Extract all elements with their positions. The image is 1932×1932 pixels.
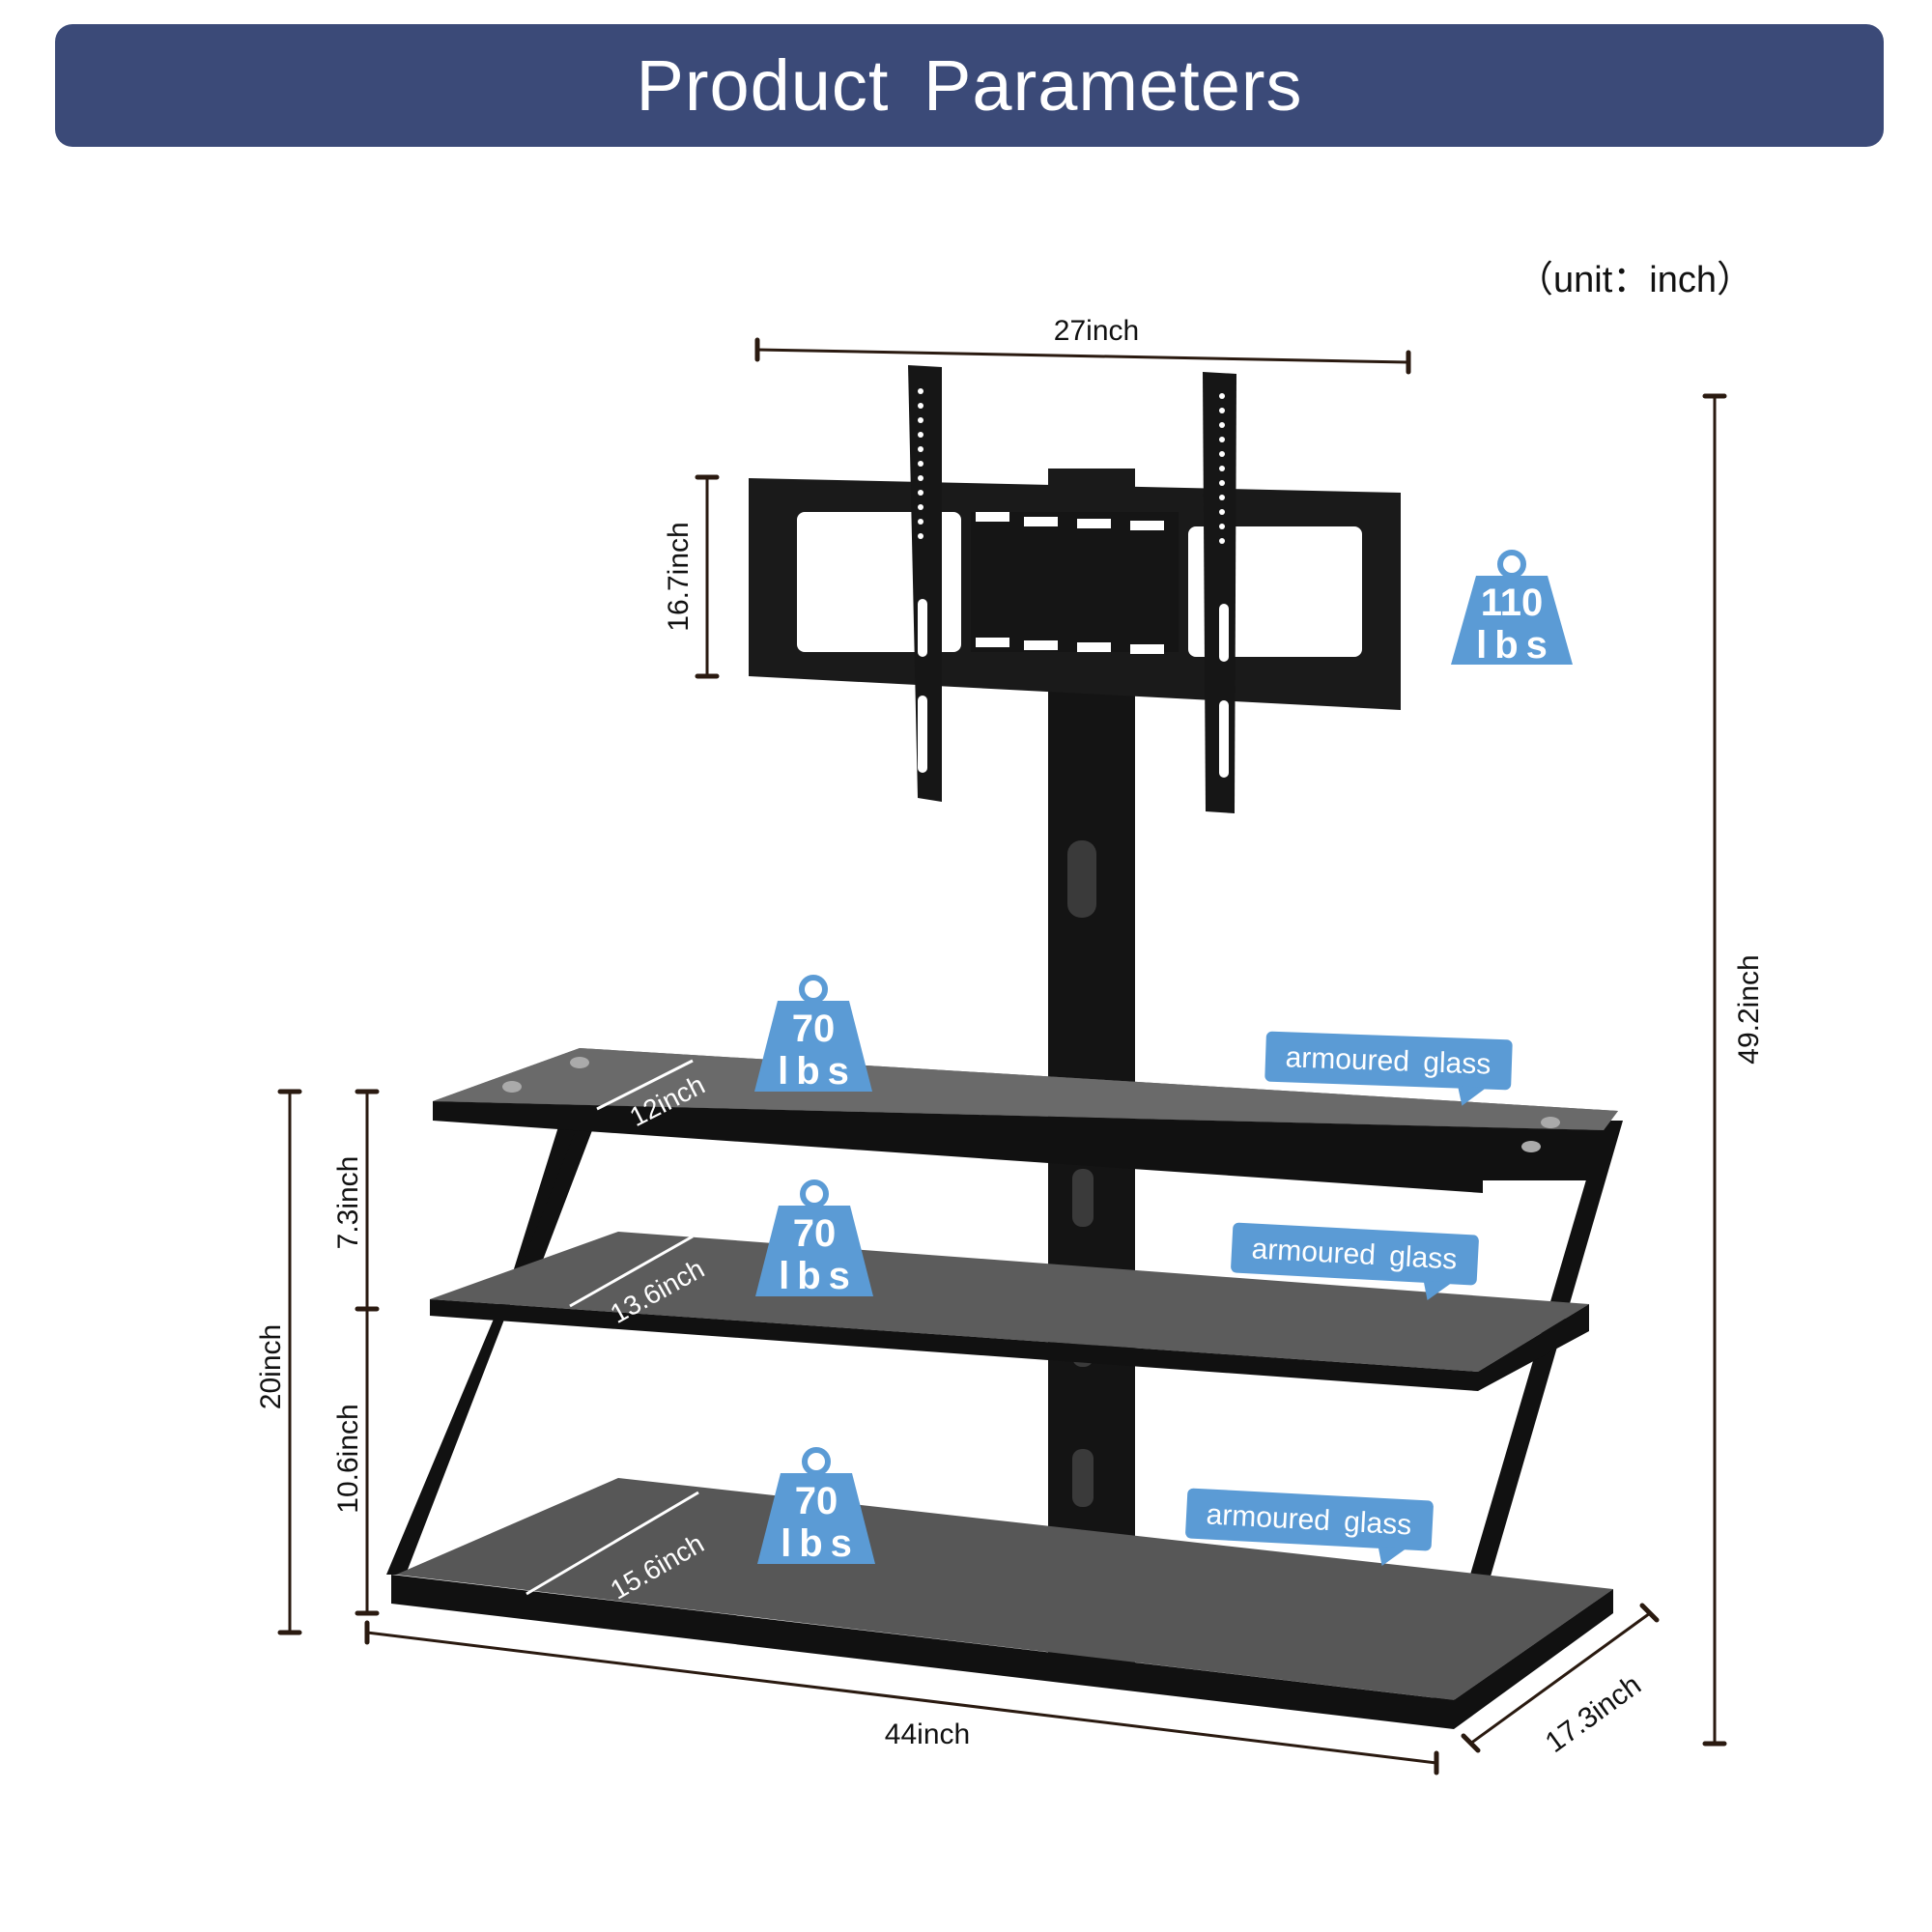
weight-icon: 70 lbs (757, 1447, 875, 1565)
mount-load-value: 110 (1481, 582, 1544, 624)
dim-mount-height: 16.7inch (663, 522, 695, 631)
glass-shelf-icon: armoured glass (1185, 1488, 1434, 1567)
top-glass-label: armoured glass (1285, 1041, 1492, 1080)
right-frame-leg (1428, 1121, 1623, 1719)
dim-shelf-section-height: 20inch (255, 1324, 287, 1409)
dim-lower-gap: 10.6inch (332, 1404, 364, 1513)
left-frame-leg (386, 1116, 599, 1575)
dim-base-width: 44inch (885, 1719, 970, 1750)
middle-shelf-load-value: 70 (793, 1212, 837, 1255)
weight-icon: 70 lbs (754, 975, 872, 1093)
middle-shelf-glass (430, 1232, 1589, 1372)
glass-shelf-icon: armoured glass (1264, 1031, 1513, 1106)
mount-load-unit: lbs (1476, 624, 1555, 667)
glass-shelf-icon: armoured glass (1231, 1222, 1479, 1301)
top-shelf-load-value: 70 (792, 1008, 836, 1050)
dimension-lines (277, 337, 1727, 1776)
tv-stand-illustration (386, 365, 1623, 1729)
tv-mount-icon (749, 365, 1401, 813)
dim-total-height: 49.2inch (1733, 954, 1765, 1064)
bottom-shelf-load-value: 70 (795, 1480, 838, 1522)
weight-icon: 110 lbs (1451, 550, 1573, 667)
dim-mount-width: 27inch (1054, 315, 1139, 347)
bottom-shelf-glass (396, 1478, 1613, 1700)
weight-icon: 70 lbs (755, 1179, 873, 1297)
top-shelf-load-unit: lbs (778, 1050, 857, 1093)
header-banner: Product Parameters (55, 24, 1884, 147)
dim-upper-gap: 7.3inch (332, 1156, 364, 1250)
middle-shelf-load-unit: lbs (779, 1255, 858, 1297)
unit-note: （unit：inch） (1517, 260, 1753, 300)
bottom-shelf-load-unit: lbs (781, 1522, 860, 1565)
page-title: Product Parameters (636, 45, 1303, 126)
